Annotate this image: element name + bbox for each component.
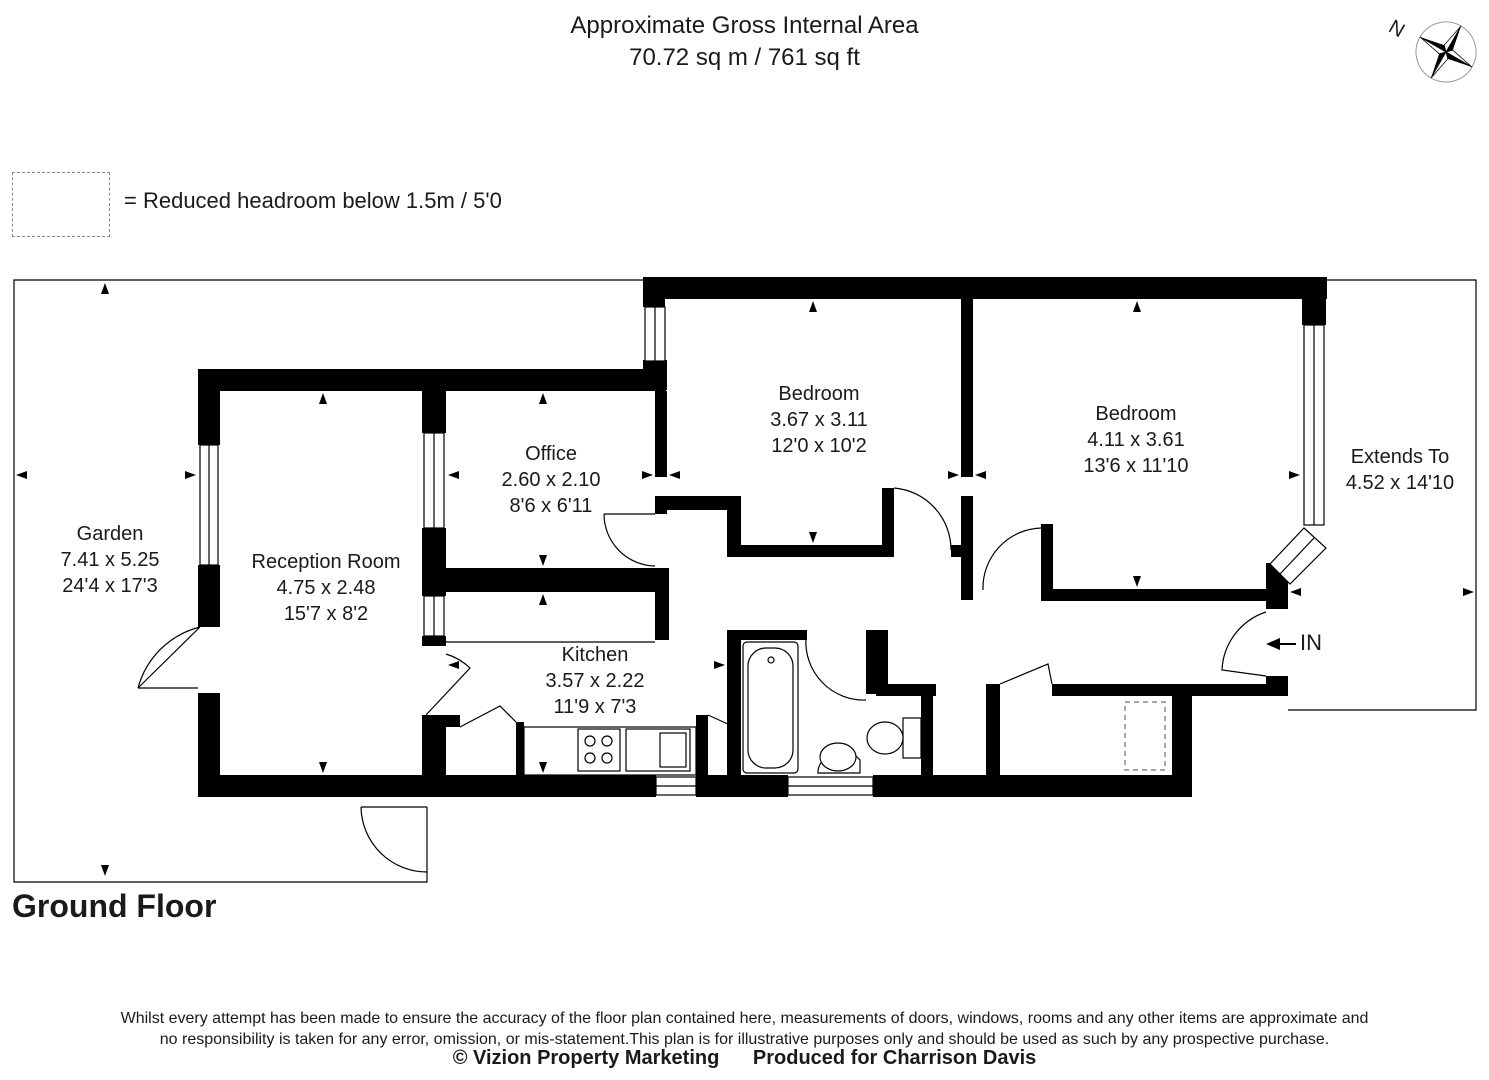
room-label-kitchen: Kitchen 3.57 x 2.22 11'9 x 7'3	[510, 642, 680, 720]
reduced-headroom-area	[1124, 701, 1166, 771]
credits: © Vizion Property Marketing Produced for…	[0, 1047, 1489, 1070]
windows	[199, 306, 1327, 796]
dimension-arrows	[16, 283, 1474, 876]
kitchen-fittings	[446, 641, 697, 776]
room-name: Garden	[76, 523, 144, 545]
doors	[137, 487, 1267, 873]
reduced-headroom-swatch	[12, 172, 110, 237]
room-imperial: 11'9 x 7'3	[553, 696, 637, 718]
walls	[198, 277, 1327, 797]
room-imperial: 24'4 x 17'3	[62, 575, 158, 597]
room-metric: 3.57 x 2.22	[545, 670, 645, 692]
room-metric: 7.41 x 5.25	[60, 549, 160, 571]
entrance-label: IN	[1300, 630, 1322, 655]
area-value: 70.72 sq m / 761 sq ft	[629, 44, 860, 71]
room-name: Office	[525, 443, 577, 465]
extension-boundary	[1288, 279, 1477, 711]
bathroom-fittings	[742, 641, 922, 774]
room-imperial: 8'6 x 6'11	[509, 495, 593, 517]
room-label-garden: Garden 7.41 x 5.25 24'4 x 17'3	[30, 521, 190, 599]
room-metric: 2.60 x 2.10	[501, 469, 601, 491]
room-name: Bedroom	[778, 383, 860, 405]
room-label-bedroom-2: Bedroom 4.11 x 3.61 13'6 x 11'10	[1051, 401, 1221, 479]
room-name: Bedroom	[1095, 403, 1177, 425]
produced-for-text: Produced for Charrison Davis	[752, 1047, 1037, 1069]
room-metric: 4.75 x 2.48	[276, 577, 376, 599]
room-metric: 4.11 x 3.61	[1087, 429, 1185, 451]
room-imperial: 13'6 x 11'10	[1083, 455, 1189, 477]
room-name: Reception Room	[251, 551, 401, 573]
floor-title: Ground Floor	[12, 888, 217, 924]
north-compass-icon	[1415, 21, 1477, 83]
disclaimer-line-2: no responsibility is taken for any error…	[159, 1031, 1330, 1048]
room-metric: 3.67 x 3.11	[770, 409, 868, 431]
room-label-reception: Reception Room 4.75 x 2.48 15'7 x 8'2	[226, 549, 426, 627]
legend-text: = Reduced headroom below 1.5m / 5'0	[124, 188, 502, 213]
copyright-text: © Vizion Property Marketing	[452, 1047, 720, 1069]
disclaimer-line-1: Whilst every attempt has been made to en…	[120, 1010, 1369, 1027]
room-metric: 4.52 x 14'10	[1345, 472, 1455, 494]
room-name: Extends To	[1350, 446, 1450, 468]
area-header: Approximate Gross Internal Area 70.72 sq…	[0, 10, 1489, 74]
area-title: Approximate Gross Internal Area	[570, 12, 919, 39]
room-name: Kitchen	[561, 644, 629, 666]
garden-boundary	[13, 279, 645, 883]
room-imperial: 15'7 x 8'2	[283, 603, 369, 625]
disclaimer: Whilst every attempt has been made to en…	[0, 1008, 1489, 1050]
room-imperial: 12'0 x 10'2	[771, 435, 867, 457]
room-label-extends-to: Extends To 4.52 x 14'10	[1330, 444, 1470, 496]
room-label-office: Office 2.60 x 2.10 8'6 x 6'11	[466, 441, 636, 519]
room-label-bedroom-1: Bedroom 3.67 x 3.11 12'0 x 10'2	[734, 381, 904, 459]
